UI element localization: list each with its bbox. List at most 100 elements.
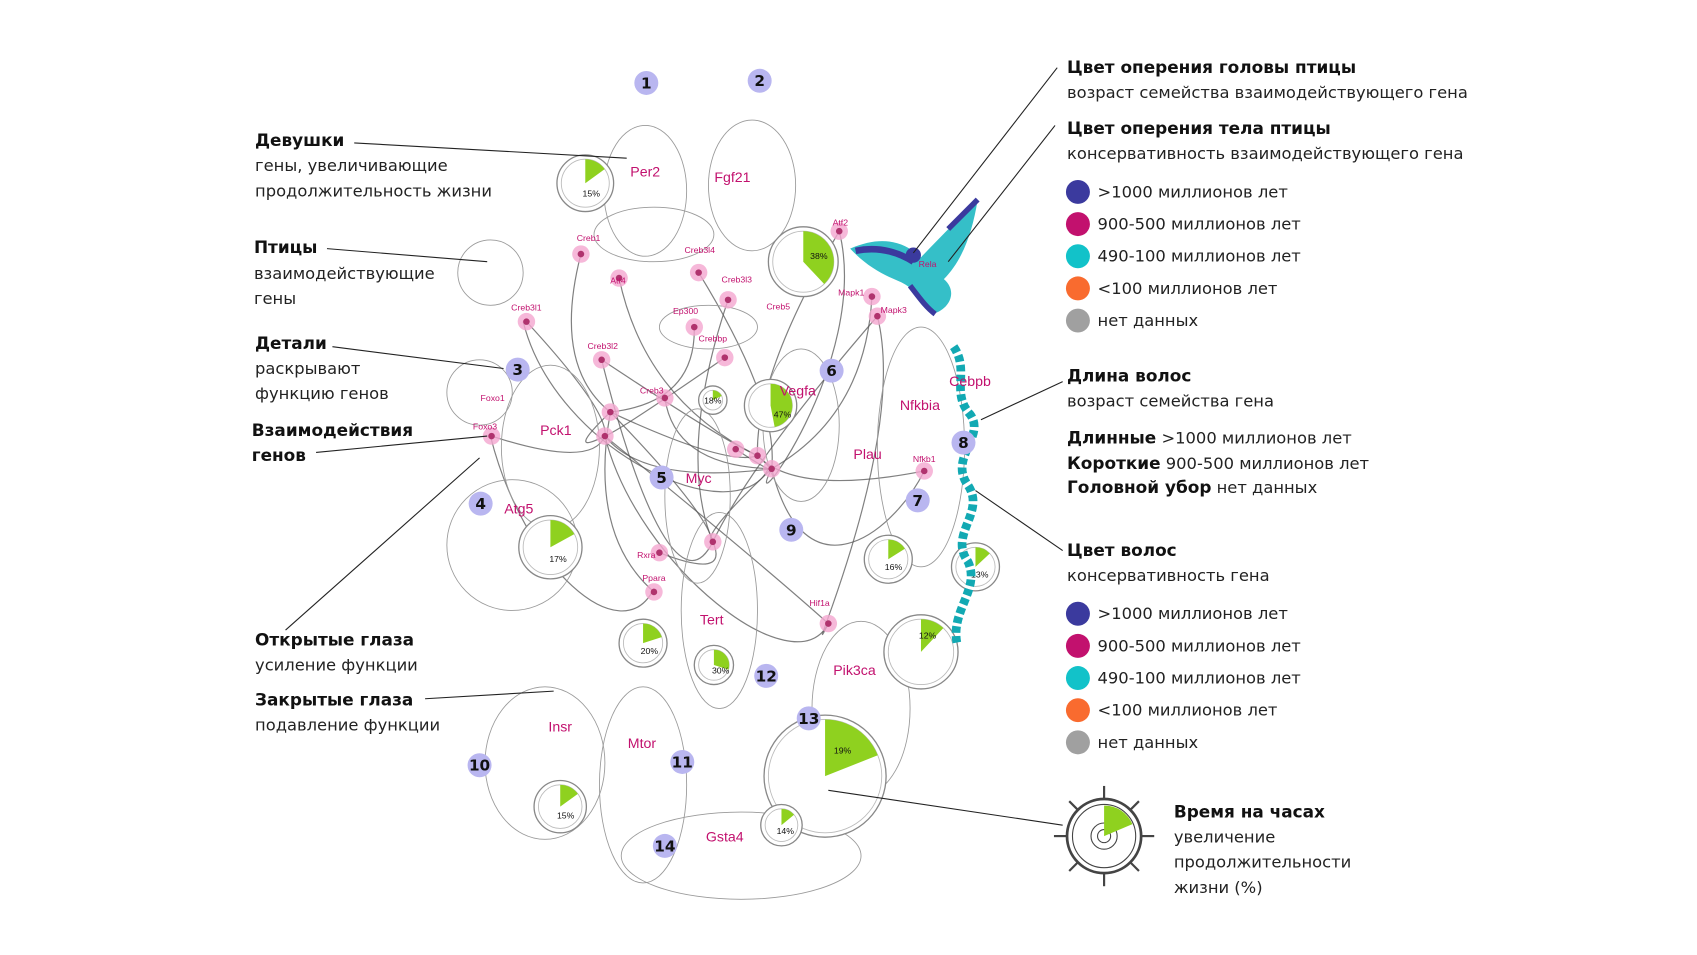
color-scale-label: >1000 миллионов лет [1098,182,1289,201]
color-scale-label: нет данных [1098,733,1199,752]
bird-gene-label-creb3l2: Creb3l2 [587,341,618,351]
figure-outline [876,326,966,568]
lifespan-clock: 19% [763,714,887,838]
clock-wedge [585,159,605,184]
color-swatch [1065,179,1090,204]
interaction-node-core [661,394,669,402]
interaction-line [757,455,925,482]
color-swatch [1065,276,1090,301]
clock-wedge [560,784,578,807]
interaction-node-core [754,452,761,459]
figure-outline [658,304,758,350]
interaction-line [525,321,606,437]
color-scale-label: <100 миллионов лет [1098,701,1278,720]
figure-outline [664,408,731,584]
lifespan-clock: 30% [693,644,735,686]
clock-wedge [643,623,662,644]
clock-percent-label: 12% [919,630,937,640]
hair-length-row-short: Короткие 900-500 миллионов лет [1067,453,1370,473]
clock-wedge [975,547,990,567]
left-legend: Девушки гены, увеличивающие продолжитель… [252,130,492,734]
gene-label-per2: Per2 [630,165,660,181]
hair-color-subtitle: консервативность гена [1067,566,1270,585]
hair-length-row-headwear: Головной убор нет данных [1067,477,1318,497]
number-badge [796,706,821,731]
hair-color-title: Цвет волос [1067,540,1177,560]
bird-gene-label-creb3: Creb3 [640,386,664,396]
legend-details-title: Детали [255,333,327,353]
color-scale-label: 900-500 миллионов лет [1098,636,1302,655]
interaction-line [771,296,873,470]
bird-gene-label-mapk3: Mapk3 [881,305,907,315]
clock-wedge [920,619,944,652]
number-badge-label: 14 [654,837,675,855]
interaction-node-core [650,588,658,596]
interaction-line [712,315,878,543]
legend-interactions-title-2: генов [252,445,306,465]
clock-percent-label: 30% [712,665,730,675]
interaction-node-core [835,227,843,235]
interaction-node-core [920,467,928,475]
bird-gene-label-creb3l1: Creb3l1 [511,303,542,313]
lifespan-clock: 15% [556,154,615,213]
bird-gene-label-ppara: Ppara [642,573,665,583]
hair-color-scale: >1000 миллионов лет 900-500 миллионов лет… [1065,601,1302,755]
clock-legend-icon [1053,785,1155,887]
clock-percent-label: 18% [704,395,722,405]
interaction-line [821,316,884,635]
clock-wedge [803,231,834,284]
gene-label-tert: Tert [700,613,724,629]
lifespan-clock: 15% [533,779,588,834]
bird-gene-label-creb1: Creb1 [577,233,601,243]
gene-label-mtor: Mtor [628,736,657,752]
lifespan-clock: 14% [760,803,803,847]
number-badge [649,465,674,490]
right-legend: Цвет оперения головы птицы возраст семей… [1053,57,1468,897]
teal-braid-hair [949,344,979,645]
bird-gene-label-crebbp: Crebbp [699,333,728,343]
interaction-node-core [874,312,881,320]
interaction-node-core [488,432,495,440]
gene-label-fgf21: Fgf21 [714,170,750,186]
color-swatch [1065,730,1090,755]
bird-body-subtitle: консервативность взаимодействующего гена [1067,144,1463,163]
lifespan-clocks: 15%38%18%47%17%16%13%20%30%12%19%15%14% [518,154,1001,847]
bird-gene-label-rela: Rela [919,259,937,269]
clock-wedge [825,719,878,777]
legend-details-desc-1: раскрывают [255,359,361,378]
color-swatch [1065,633,1090,658]
figure-outline [593,206,715,263]
lifespan-clock: 18% [697,385,728,415]
interaction-line [522,321,769,493]
clock-percent-label: 14% [777,826,795,836]
bird-gene-label-foxo1: Foxo1 [481,393,505,403]
gene-label-plau: Plau [853,447,881,463]
legend-open-eyes-desc: усиление функции [255,655,418,674]
number-badge [951,430,976,455]
hair-length-row-long: Длинные >1000 миллионов лет [1067,428,1352,448]
clock-face [522,519,579,575]
color-swatch [1065,698,1090,723]
figure-outline [620,811,862,900]
interaction-node-core [868,293,876,300]
color-scale-label: >1000 миллионов лет [1098,604,1289,623]
interaction-node-core [691,323,698,331]
clock-rim [533,779,588,834]
clock-percent-label: 13% [971,570,989,580]
lifespan-clock: 16% [863,534,913,584]
interaction-node-core [523,318,530,325]
color-swatch [1065,308,1090,333]
legend-birds-desc-1: взаимодействующие [254,264,435,283]
color-scale-label: <100 миллионов лет [1098,279,1278,298]
clock-wedge [781,808,795,826]
number-badge [905,488,930,513]
clock-legend-desc-1: увеличение [1174,828,1275,847]
interaction-node-core [825,620,832,627]
lifespan-clock: 38% [767,226,839,298]
bird-gene-label-creb3l4: Creb3l4 [684,245,715,255]
color-scale-label: 490-100 миллионов лет [1098,247,1302,266]
lifespan-clock: 47% [743,378,798,433]
color-swatch [1065,601,1090,626]
